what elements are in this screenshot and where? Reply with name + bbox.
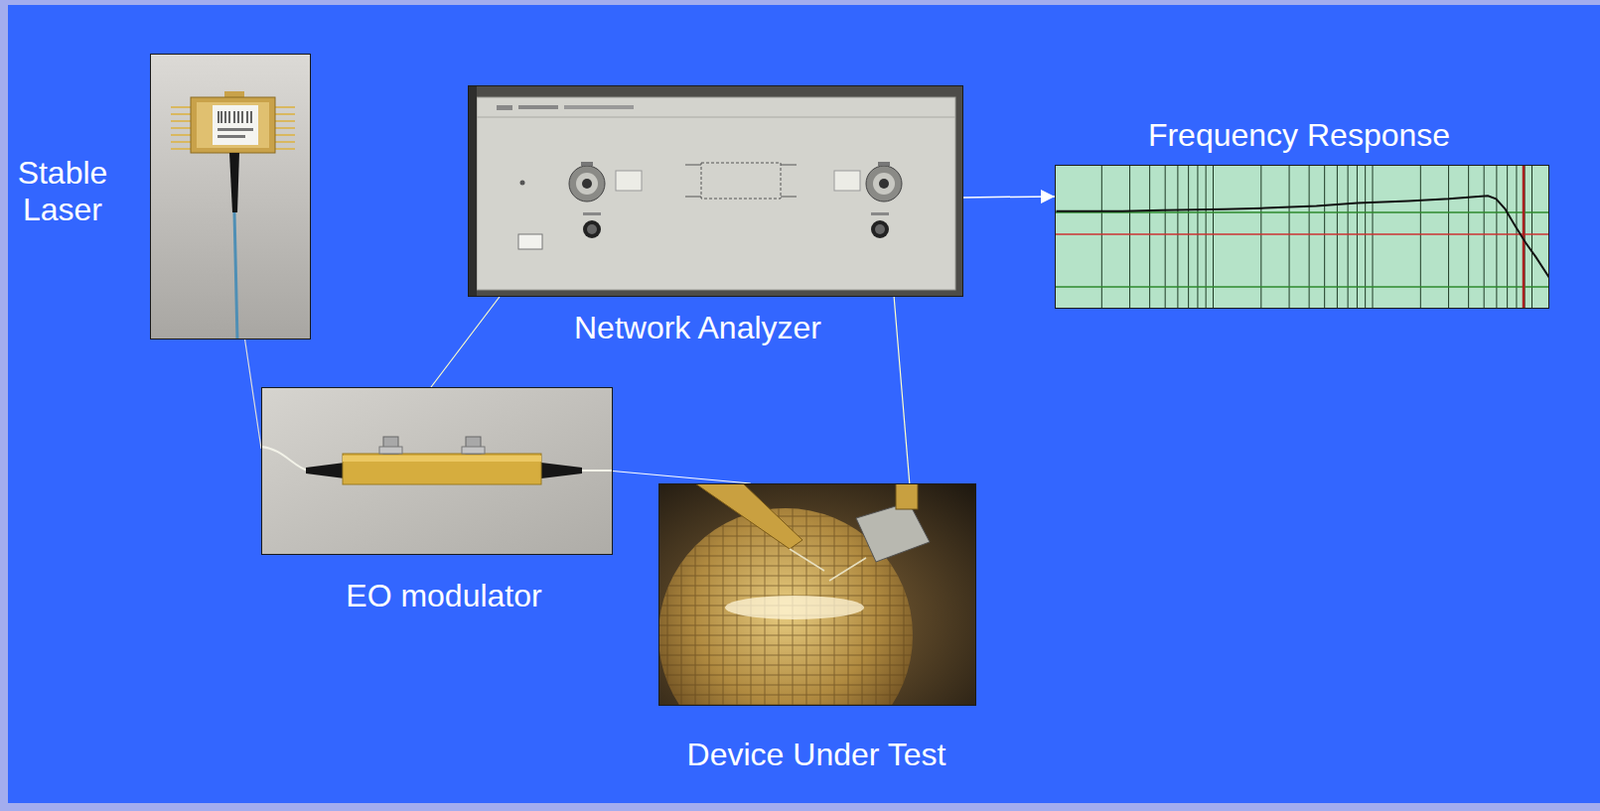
port-connector: [866, 165, 902, 202]
plot-limit-line: [1054, 212, 1550, 288]
photo-panel: Stable Laser: [149, 53, 311, 340]
plot-ground: [1054, 164, 1550, 309]
laser-photo: [149, 53, 311, 340]
eo-modulator-photo: [261, 387, 613, 556]
panel-print: [518, 105, 559, 110]
rf-connector: [379, 446, 403, 454]
panel-schematic: [685, 164, 797, 197]
node-label: EO modulator: [345, 578, 542, 615]
photo-panel: Frequency Response: [1054, 164, 1550, 309]
frame-shadow: [467, 85, 477, 297]
photo-ground: [467, 85, 964, 297]
wafer-probe-photo: [658, 483, 977, 707]
panel-seam: [476, 117, 956, 119]
panel-print: [564, 105, 634, 110]
laser-package: [190, 97, 276, 153]
port-connector: [581, 178, 592, 189]
frequency-plot: [1054, 164, 1550, 309]
plot-reference-line: [1054, 233, 1550, 236]
connector-line: [893, 296, 910, 484]
bias-knob: [871, 220, 889, 239]
sticker-print: [217, 135, 246, 139]
rf-connector: [461, 446, 485, 454]
panel-print: [496, 105, 513, 111]
bias-knob: [586, 224, 597, 235]
connector-line: [431, 296, 500, 388]
probe-needle: [789, 549, 825, 572]
probe-needle: [829, 558, 867, 582]
light-glare: [725, 595, 865, 620]
photo-panel: EO modulator: [261, 387, 613, 556]
barcode: [218, 111, 252, 124]
node-label: Stable Laser: [0, 154, 128, 229]
port-connector: [569, 165, 605, 202]
fiber-boot: [229, 152, 240, 213]
node-label: Network Analyzer: [574, 309, 822, 347]
package-pins: [170, 107, 191, 149]
panel-print: [871, 212, 889, 216]
fiber-cable: [234, 212, 238, 340]
sticker-print: [217, 128, 254, 132]
probe-arm: [695, 483, 803, 550]
fiber: [261, 446, 308, 471]
package-sticker: [212, 105, 259, 146]
port-connector: [576, 172, 598, 195]
package-pins: [275, 107, 295, 149]
port-connector: [872, 172, 895, 195]
bias-knob: [874, 224, 885, 235]
port-connector: [878, 178, 889, 189]
node-label: Device Under Test: [687, 736, 947, 774]
photo-panel: Device Under Test: [658, 483, 977, 707]
front-panel: [476, 97, 956, 291]
connector-line: [245, 339, 262, 449]
connector-line: [612, 471, 751, 485]
modulator-body: [342, 453, 542, 485]
warning-plate: [834, 170, 861, 191]
photo-ground: [261, 387, 613, 556]
fiber-boot: [305, 462, 345, 479]
fiber: [581, 469, 613, 472]
warning-plate: [615, 170, 642, 191]
fiber-boot: [541, 462, 582, 479]
probe-connector: [895, 483, 918, 510]
package-lid: [196, 102, 270, 148]
indicator-led: [520, 180, 526, 186]
probe-head: [856, 502, 930, 563]
photo-panel: Network Analyzer: [467, 85, 964, 297]
slide-background: [7, 4, 1600, 804]
connector-line: [963, 195, 1055, 198]
body-highlight: [342, 455, 542, 462]
node-label: Frequency Response: [1148, 117, 1451, 154]
response-trace: [1055, 195, 1550, 286]
photo-ground: [149, 53, 311, 340]
port-print: [877, 161, 890, 166]
power-switch: [518, 234, 543, 250]
network-analyzer-photo: [467, 85, 964, 297]
port-print: [581, 161, 593, 166]
panel-schematic: [701, 162, 781, 199]
bias-knob: [582, 220, 601, 239]
panel-print: [582, 212, 601, 216]
